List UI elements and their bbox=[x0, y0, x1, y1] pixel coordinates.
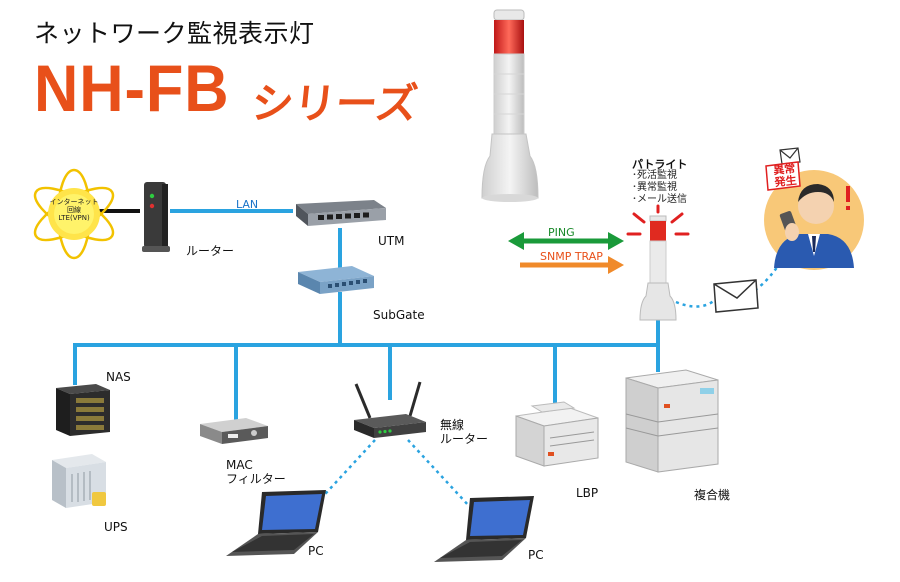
wireless-pc1-link bbox=[314, 439, 376, 506]
lbp-label: LBP bbox=[576, 486, 599, 500]
alert-badge: 異常 発生 bbox=[767, 162, 803, 189]
patlite-feature-list: ･死活監視 ･異常監視 ･メール送信 bbox=[632, 170, 687, 206]
wireless-router-icon bbox=[354, 381, 426, 438]
mfp-label: 複合機 bbox=[694, 488, 731, 502]
page-title: NH-FB bbox=[34, 51, 230, 125]
laser-printer-icon bbox=[515, 401, 599, 467]
laptop-icon bbox=[434, 496, 534, 562]
utm-switch-icon bbox=[296, 200, 386, 226]
ping-label: PING bbox=[548, 226, 575, 239]
router-label: ルーター bbox=[186, 244, 235, 258]
wireless-router-label-line1: 無線 bbox=[440, 418, 465, 432]
pc1-label: PC bbox=[308, 544, 324, 558]
internet-label-line2: 回線 bbox=[67, 206, 81, 214]
snmp-trap-arrow bbox=[520, 256, 624, 274]
snmp-trap-label: SNMP TRAP bbox=[540, 250, 603, 263]
patlite-feature-item: ･異常監視 bbox=[632, 182, 677, 193]
alert-person-icon bbox=[764, 147, 864, 270]
internet-label: インターネット 回線 LTE(VPN) bbox=[46, 198, 102, 222]
subgate-label: SubGate bbox=[373, 308, 425, 322]
wireless-router-label-line2: ルーター bbox=[440, 432, 489, 446]
page-subtitle: ネットワーク監視表示灯 bbox=[34, 19, 315, 48]
ping-arrow bbox=[508, 232, 624, 250]
internet-label-line3: LTE(VPN) bbox=[58, 214, 90, 222]
patlite-feature-item: ･死活監視 bbox=[632, 170, 677, 181]
nas-label: NAS bbox=[106, 370, 131, 384]
internet-label-line1: インターネット bbox=[49, 198, 99, 206]
signal-tower-icon bbox=[481, 9, 539, 202]
ups-icon bbox=[52, 454, 106, 508]
subgate-switch-icon bbox=[298, 266, 374, 294]
laptop-icon bbox=[226, 490, 326, 556]
pc2-label: PC bbox=[528, 548, 544, 562]
ups-label: UPS bbox=[104, 520, 128, 534]
mac-filter-label: MAC フィルター bbox=[226, 458, 286, 486]
patlite-mail-link bbox=[675, 298, 716, 308]
lan-label: LAN bbox=[236, 198, 259, 211]
patlite-title: パトライト bbox=[632, 158, 688, 171]
utm-label: UTM bbox=[378, 234, 405, 248]
mac-filter-label-line2: フィルター bbox=[226, 472, 286, 486]
email-envelope-icon bbox=[713, 279, 759, 313]
mac-filter-label-line1: MAC bbox=[226, 458, 253, 472]
patlite-feature-item: ･メール送信 bbox=[632, 194, 687, 205]
mac-filter-icon bbox=[200, 418, 268, 444]
multifunction-printer-icon bbox=[625, 369, 719, 473]
internet-globe-icon bbox=[33, 168, 115, 260]
nas-server-icon bbox=[56, 384, 110, 436]
router-icon bbox=[142, 182, 170, 252]
signal-tower-icon bbox=[626, 204, 690, 321]
wireless-router-label: 無線 ルーター bbox=[440, 418, 488, 446]
title-series-suffix: シリーズ bbox=[249, 79, 421, 128]
